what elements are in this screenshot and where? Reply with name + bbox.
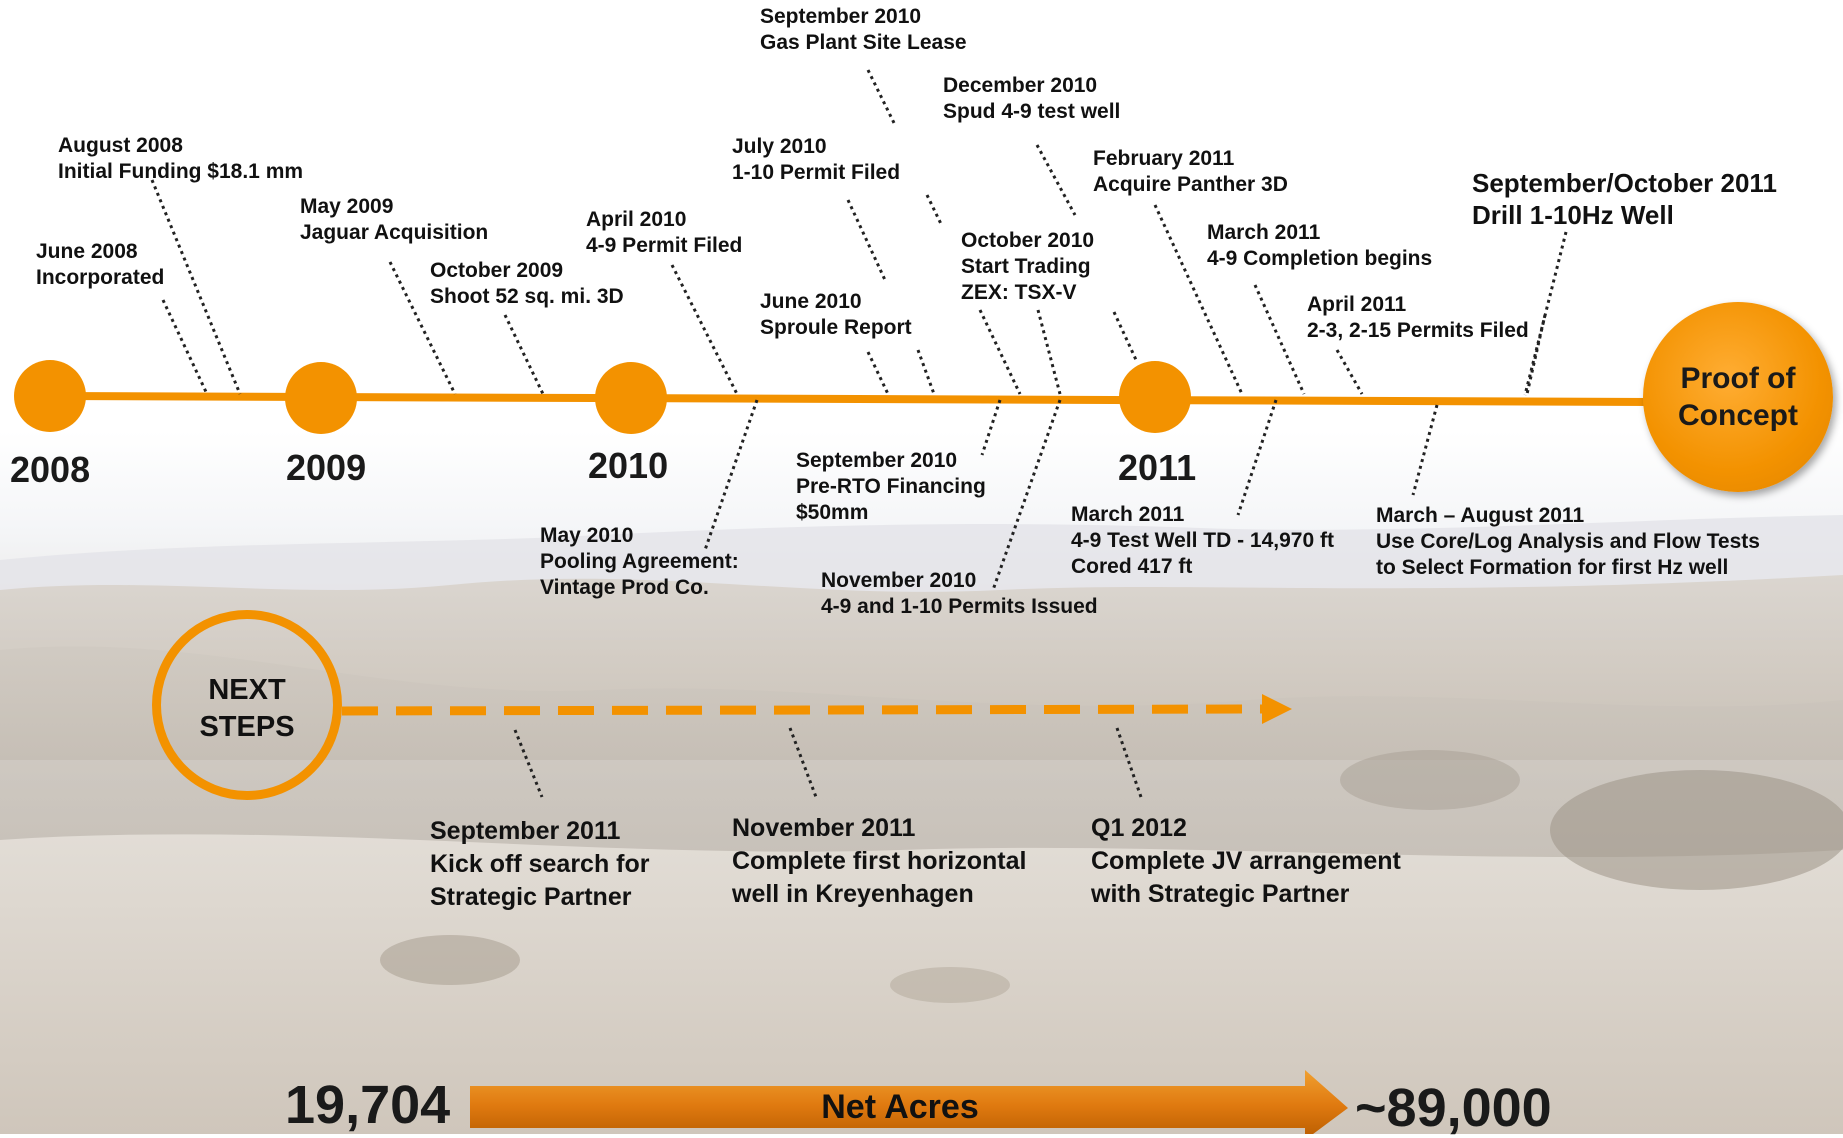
net-acres-arrow xyxy=(470,1070,1348,1134)
milestone-dot-2011 xyxy=(1119,361,1191,433)
milestone-dot-2009 xyxy=(285,362,357,434)
milestone-dot-2008 xyxy=(14,360,86,432)
net-acres-start-value: 19,704 xyxy=(285,1075,451,1135)
year-label-2011: 2011 xyxy=(1118,447,1197,488)
leader-lines xyxy=(150,69,1568,798)
year-label-2008: 2008 xyxy=(10,449,91,490)
net-acres-end-value: ~89,000 xyxy=(1355,1078,1552,1138)
next-steps-arrowhead xyxy=(1262,694,1292,724)
proof-of-concept-label: Proof of Concept xyxy=(1678,362,1798,432)
net-acres-label: Net Acres xyxy=(821,1088,979,1126)
next-steps-label: NEXT STEPS xyxy=(199,674,295,743)
next-steps-dashed-arrow xyxy=(341,704,1271,716)
milestone-dot-2010 xyxy=(595,362,667,434)
next-steps-circle xyxy=(152,610,342,800)
year-label-2010: 2010 xyxy=(588,445,669,486)
year-label-2009: 2009 xyxy=(286,447,367,488)
proof-of-concept-circle xyxy=(1643,302,1833,492)
